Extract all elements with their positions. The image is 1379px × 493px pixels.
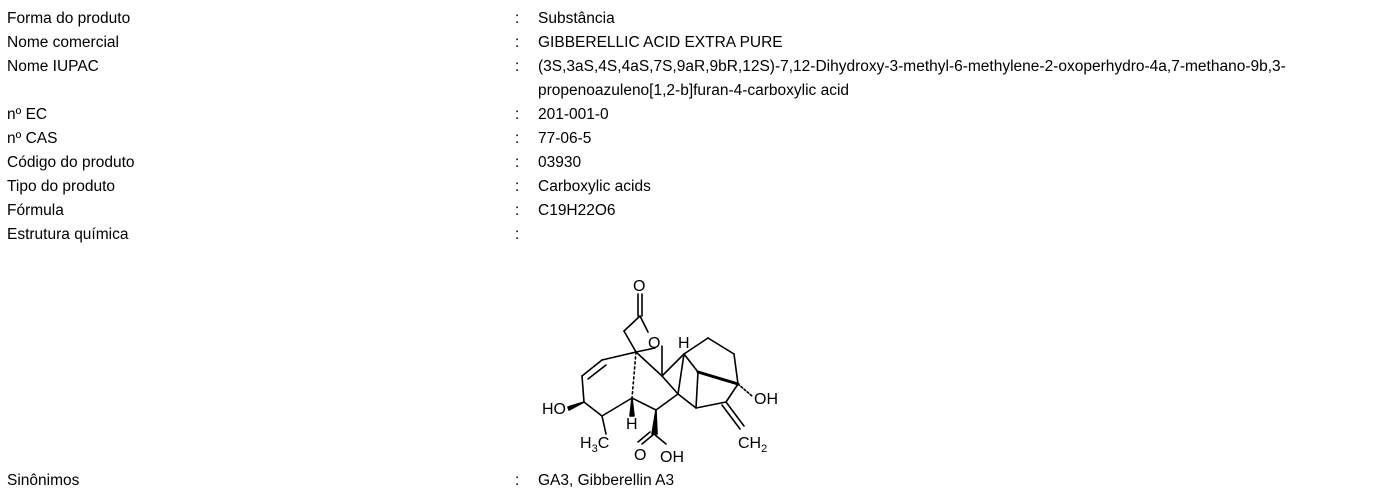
separator-colon: : xyxy=(515,472,520,489)
bond xyxy=(635,347,656,353)
label-product-form: Forma do produto xyxy=(7,10,131,27)
bond xyxy=(707,337,735,355)
bond xyxy=(635,351,663,377)
bond xyxy=(583,401,603,417)
bond xyxy=(725,383,739,403)
bond xyxy=(623,315,641,332)
bond xyxy=(567,401,585,411)
bond xyxy=(661,353,685,377)
atom-oh-acid: OH xyxy=(660,449,684,466)
bond xyxy=(629,397,635,417)
bond xyxy=(653,433,667,445)
label-trade-name: Nome comercial xyxy=(7,34,119,51)
label-product-type: Tipo do produto xyxy=(7,178,116,195)
atom-o-acid: O xyxy=(634,447,646,464)
bond xyxy=(601,397,633,417)
separator-colon: : xyxy=(515,226,520,243)
label-formula: Fórmula xyxy=(7,202,64,219)
bond xyxy=(695,401,727,409)
bond xyxy=(683,353,699,373)
bond xyxy=(639,315,649,333)
separator-colon: : xyxy=(515,10,520,27)
bond xyxy=(641,433,655,445)
bond xyxy=(737,383,753,397)
bond xyxy=(661,375,679,395)
bond xyxy=(631,351,637,399)
separator-colon: : xyxy=(515,34,520,51)
bond xyxy=(677,393,697,409)
atom-h-top: H xyxy=(678,335,690,352)
bond xyxy=(677,353,685,395)
value-iupac-name: (3S,3aS,4S,4aS,7S,9aR,9bR,12S)-7,12-Dihy… xyxy=(538,58,1286,99)
atom-o-ring: O xyxy=(648,335,660,352)
value-product-code: 03930 xyxy=(538,154,582,171)
value-ec-number: 201-001-0 xyxy=(538,106,609,123)
label-product-code: Código do produto xyxy=(7,154,135,171)
separator-colon: : xyxy=(515,130,520,147)
bond xyxy=(721,404,741,430)
bond xyxy=(581,375,585,403)
bond xyxy=(733,353,739,385)
atom-h3c: H3C xyxy=(580,435,609,455)
bond xyxy=(725,401,745,427)
label-cas-number: nº CAS xyxy=(7,130,58,147)
bond xyxy=(637,431,651,443)
separator-colon: : xyxy=(515,202,520,219)
bond xyxy=(601,415,607,435)
atom-ho-left: HO xyxy=(542,401,566,418)
value-synonyms: GA3, Gibberellin A3 xyxy=(538,472,675,489)
separator-colon: : xyxy=(515,58,520,75)
bond xyxy=(623,330,637,353)
atom-oh-right: OH xyxy=(754,391,778,408)
chemical-structure-image: O O H HO OH H H3C O OH CH2 xyxy=(542,278,778,466)
bond xyxy=(683,337,709,355)
separator-colon: : xyxy=(515,154,520,171)
value-product-form: Substância xyxy=(538,10,615,27)
value-trade-name: GIBBERELLIC ACID EXTRA PURE xyxy=(538,34,783,51)
label-chemical-structure: Estrutura química xyxy=(7,226,129,243)
bond xyxy=(631,397,657,411)
value-cas-number: 77-06-5 xyxy=(538,130,592,147)
bond xyxy=(651,409,658,435)
bond xyxy=(601,351,637,361)
bond xyxy=(696,370,740,386)
bond xyxy=(587,364,607,380)
bond xyxy=(695,371,699,409)
separator-colon: : xyxy=(515,178,520,195)
separator-colon: : xyxy=(515,106,520,123)
bond xyxy=(581,359,603,377)
label-iupac-name: Nome IUPAC xyxy=(7,58,99,75)
bond xyxy=(655,393,679,411)
atom-h-bottom: H xyxy=(626,416,638,433)
value-product-type: Carboxylic acids xyxy=(538,178,651,195)
label-synonyms: Sinônimos xyxy=(7,472,80,489)
atom-o-carbonyl: O xyxy=(633,278,645,295)
value-formula: C19H22O6 xyxy=(538,202,616,219)
label-ec-number: nº EC xyxy=(7,106,48,123)
atom-ch2: CH2 xyxy=(738,435,767,455)
